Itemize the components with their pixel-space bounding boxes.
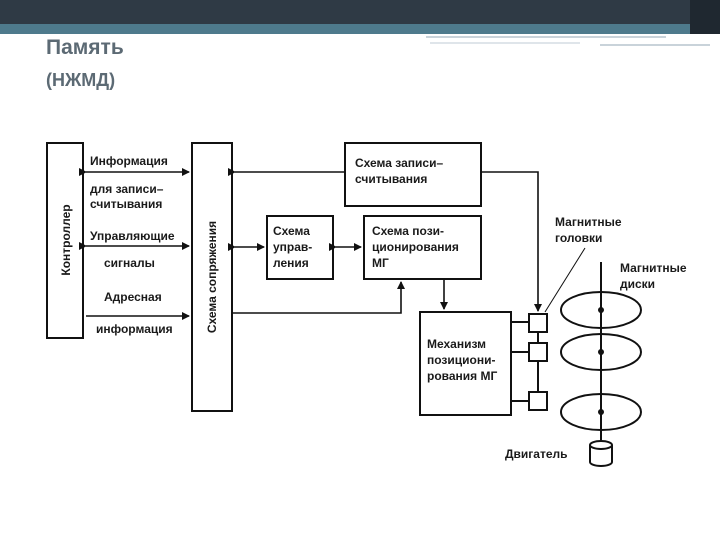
magnetic-head	[528, 342, 548, 362]
motor	[589, 445, 613, 467]
spindle-hub	[598, 307, 604, 313]
rw-scheme-label: Схема записи–	[355, 156, 443, 170]
title-decor-line	[426, 36, 666, 38]
control-signals-label: Управляющие	[90, 229, 175, 243]
mechanism-box	[419, 311, 512, 416]
magnetic-head	[528, 391, 548, 411]
positioning-scheme-label: Схема пози-	[372, 224, 444, 238]
header-corner-block	[690, 0, 720, 34]
heads-pointer	[544, 247, 586, 313]
disks-label: Магнитные	[620, 261, 687, 275]
address-label: информация	[96, 322, 173, 336]
control-signals-label: сигналы	[104, 256, 155, 270]
control-scheme-label: управ-	[273, 240, 312, 254]
header-bar	[0, 0, 720, 24]
title-decor-line	[600, 44, 710, 46]
header-accent-stripe	[0, 24, 720, 34]
controller-label: Контроллер	[59, 204, 73, 275]
title-decor-line	[430, 42, 580, 44]
magnetic-head	[528, 313, 548, 333]
mechanism-label: позициони-	[427, 353, 495, 367]
positioning-scheme-box	[363, 215, 482, 280]
address-to-positioning	[232, 281, 405, 314]
heads-label: головки	[555, 231, 602, 245]
spindle-hub	[598, 349, 604, 355]
motor-top	[589, 440, 613, 450]
disks-label: диски	[620, 277, 655, 291]
mechanism-label: Механизм	[427, 337, 486, 351]
rw-scheme-box	[344, 142, 482, 207]
address-label: Адресная	[104, 290, 162, 304]
info-label: считывания	[90, 197, 162, 211]
interface-label: Схема сопряжения	[205, 221, 219, 333]
heads-label: Магнитные	[555, 215, 622, 229]
slide-title: Память	[46, 36, 124, 59]
positioning-scheme-label: МГ	[372, 256, 389, 270]
info-label: Информация	[90, 154, 168, 168]
motor-label: Двигатель	[505, 447, 568, 461]
controller-box	[46, 142, 84, 339]
mechanism-label: рования МГ	[427, 369, 498, 383]
slide-subtitle: (НЖМД)	[46, 70, 116, 90]
spindle-hub	[598, 409, 604, 415]
interface-box	[191, 142, 233, 412]
control-scheme-label: ления	[273, 256, 309, 270]
control-scheme-label: Схема	[273, 224, 310, 238]
info-label: для записи–	[90, 182, 164, 196]
rw-to-heads	[481, 171, 542, 312]
rw-scheme-label: считывания	[355, 172, 427, 186]
positioning-scheme-label: ционирования	[372, 240, 459, 254]
